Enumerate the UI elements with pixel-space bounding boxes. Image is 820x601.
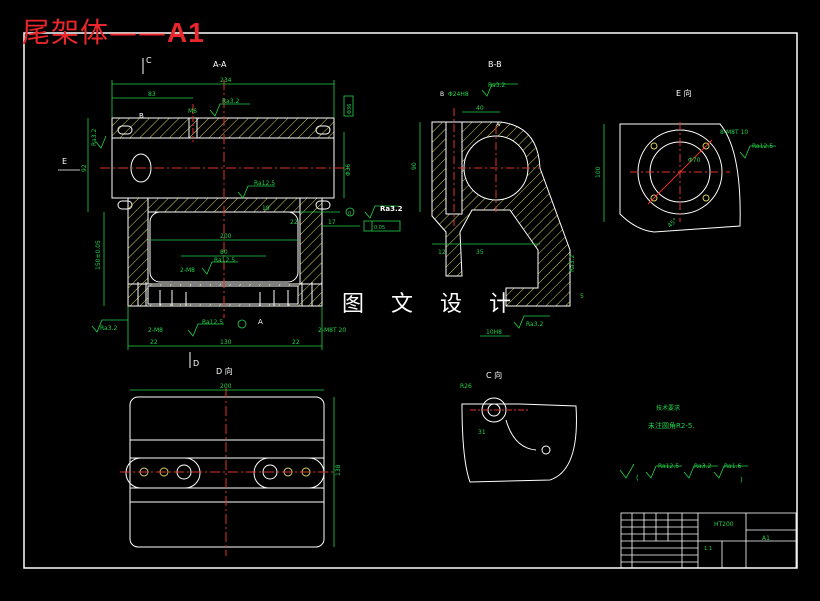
svg-text:Ra12.5: Ra12.5 [752, 143, 773, 150]
svg-text:92: 92 [81, 164, 88, 172]
drawing-title-code: A1 [167, 17, 205, 48]
dimensions-a-a: 234 83 M6 Ra3.2 Ra3.2 92 Φ36 Φ36 Ra12.5 … [58, 77, 403, 350]
notes-line1: 未注圆角R2-5. [648, 421, 695, 430]
svg-text:45°: 45° [666, 217, 678, 229]
svg-text:22: 22 [150, 339, 158, 346]
svg-text:B: B [139, 112, 144, 120]
view-d: D 向 [120, 366, 336, 556]
svg-text:200: 200 [220, 383, 232, 390]
svg-text:10H8: 10H8 [486, 329, 502, 336]
svg-text:Φ24H8: Φ24H8 [448, 91, 469, 98]
view-label-a-a: A-A [213, 60, 227, 69]
left-wall-hatch [127, 197, 149, 285]
svg-text:E: E [62, 157, 67, 166]
svg-text:Ra12.5: Ra12.5 [214, 257, 235, 264]
svg-text:Ra3.2: Ra3.2 [222, 98, 239, 105]
svg-text:0: 0 [348, 211, 351, 217]
view-c: C 向 [461, 370, 577, 483]
drawing-title-name: 尾架体 [22, 16, 110, 49]
svg-text:138: 138 [335, 464, 342, 476]
title-block-material: HT200 [714, 521, 734, 528]
c-outline [461, 403, 577, 483]
marker-c: C [146, 56, 152, 65]
svg-text:R26: R26 [460, 383, 472, 390]
top-wall-hatch [111, 117, 335, 139]
svg-text:100: 100 [595, 166, 602, 178]
drawing-border [23, 32, 798, 569]
svg-text:Ra3.2: Ra3.2 [569, 255, 576, 272]
title-block-scale: 1:1 [704, 546, 712, 552]
svg-text:19: 19 [262, 205, 270, 212]
svg-text:31: 31 [478, 429, 486, 436]
svg-text:Ra3.2: Ra3.2 [694, 463, 711, 470]
view-label-b-b: B-B [488, 60, 502, 69]
svg-text:80: 80 [220, 249, 228, 256]
section-a-a: A-A C D [100, 56, 350, 368]
notes-title: 技术要求 [656, 404, 680, 412]
svg-text:234: 234 [220, 77, 232, 84]
svg-text:2-M8T 20: 2-M8T 20 [318, 327, 346, 334]
svg-text:Φ36: Φ36 [345, 163, 352, 176]
svg-text:Ra12.5: Ra12.5 [202, 319, 223, 326]
right-wall-hatch [299, 197, 323, 285]
dimensions-c: R26 31 [460, 383, 486, 436]
svg-text:22: 22 [290, 219, 298, 226]
e-outline [619, 123, 741, 233]
svg-text:A: A [496, 121, 501, 128]
svg-text:17: 17 [328, 219, 336, 226]
svg-text:M6: M6 [188, 108, 197, 115]
section-b-b: B-B [431, 60, 571, 307]
svg-text:Ra3.2: Ra3.2 [526, 321, 543, 328]
view-label-c: C 向 [486, 370, 502, 380]
technical-notes: 技术要求 未注圆角R2-5. [648, 404, 695, 430]
svg-text:Ra3.2: Ra3.2 [488, 82, 505, 89]
svg-text:Ra3.2: Ra3.2 [380, 205, 403, 213]
marker-d: D [193, 359, 199, 368]
svg-text:2-M8: 2-M8 [148, 327, 163, 334]
view-label-d: D 向 [216, 366, 233, 376]
svg-text:Φ70: Φ70 [688, 157, 701, 164]
svg-text:12: 12 [438, 249, 446, 256]
watermark-text: 图 文 设 计 [342, 292, 521, 317]
dimensions-d: 200 138 [130, 383, 342, 547]
svg-text:22: 22 [292, 339, 300, 346]
svg-text:Ra12.5: Ra12.5 [254, 180, 275, 187]
svg-text:0.05: 0.05 [374, 225, 385, 231]
svg-text:Ra12.5: Ra12.5 [658, 463, 679, 470]
svg-text:40: 40 [476, 105, 484, 112]
svg-text:200: 200 [220, 233, 232, 240]
svg-text:Ra3.2: Ra3.2 [91, 129, 98, 146]
svg-text:150±0.05: 150±0.05 [95, 240, 102, 270]
svg-text:83: 83 [148, 91, 156, 98]
svg-text:8-M8T 10: 8-M8T 10 [720, 129, 748, 136]
svg-text:(: ( [636, 474, 639, 482]
svg-text:5: 5 [580, 293, 584, 300]
svg-text:Φ36: Φ36 [347, 104, 353, 114]
svg-text:A: A [258, 318, 263, 326]
svg-text:Ra1.6: Ra1.6 [724, 463, 741, 470]
svg-text:2-M8: 2-M8 [180, 267, 195, 274]
view-e: E 向 [619, 88, 741, 233]
drawing-title-dash: —— [109, 16, 168, 49]
dimensions-b-b: Φ24H8 Ra3.2 40 A 90 12 35 Ra3.2 Ra3.2 10… [411, 82, 584, 337]
roughness-legend: ( Ra12.5 Ra3.2 Ra1.6 ) [619, 463, 748, 484]
svg-text:130: 130 [220, 339, 232, 346]
title-block: HT200 A1 1:1 [620, 512, 797, 569]
svg-text:90: 90 [411, 162, 418, 170]
svg-text:): ) [740, 476, 743, 484]
title-block-code: A1 [762, 535, 770, 542]
drawing-title: 尾架体——A1 [22, 18, 205, 48]
svg-text:B: B [440, 91, 444, 98]
svg-text:Ra3.2: Ra3.2 [100, 325, 117, 332]
svg-text:35: 35 [476, 249, 484, 256]
view-label-e: E 向 [676, 88, 692, 98]
